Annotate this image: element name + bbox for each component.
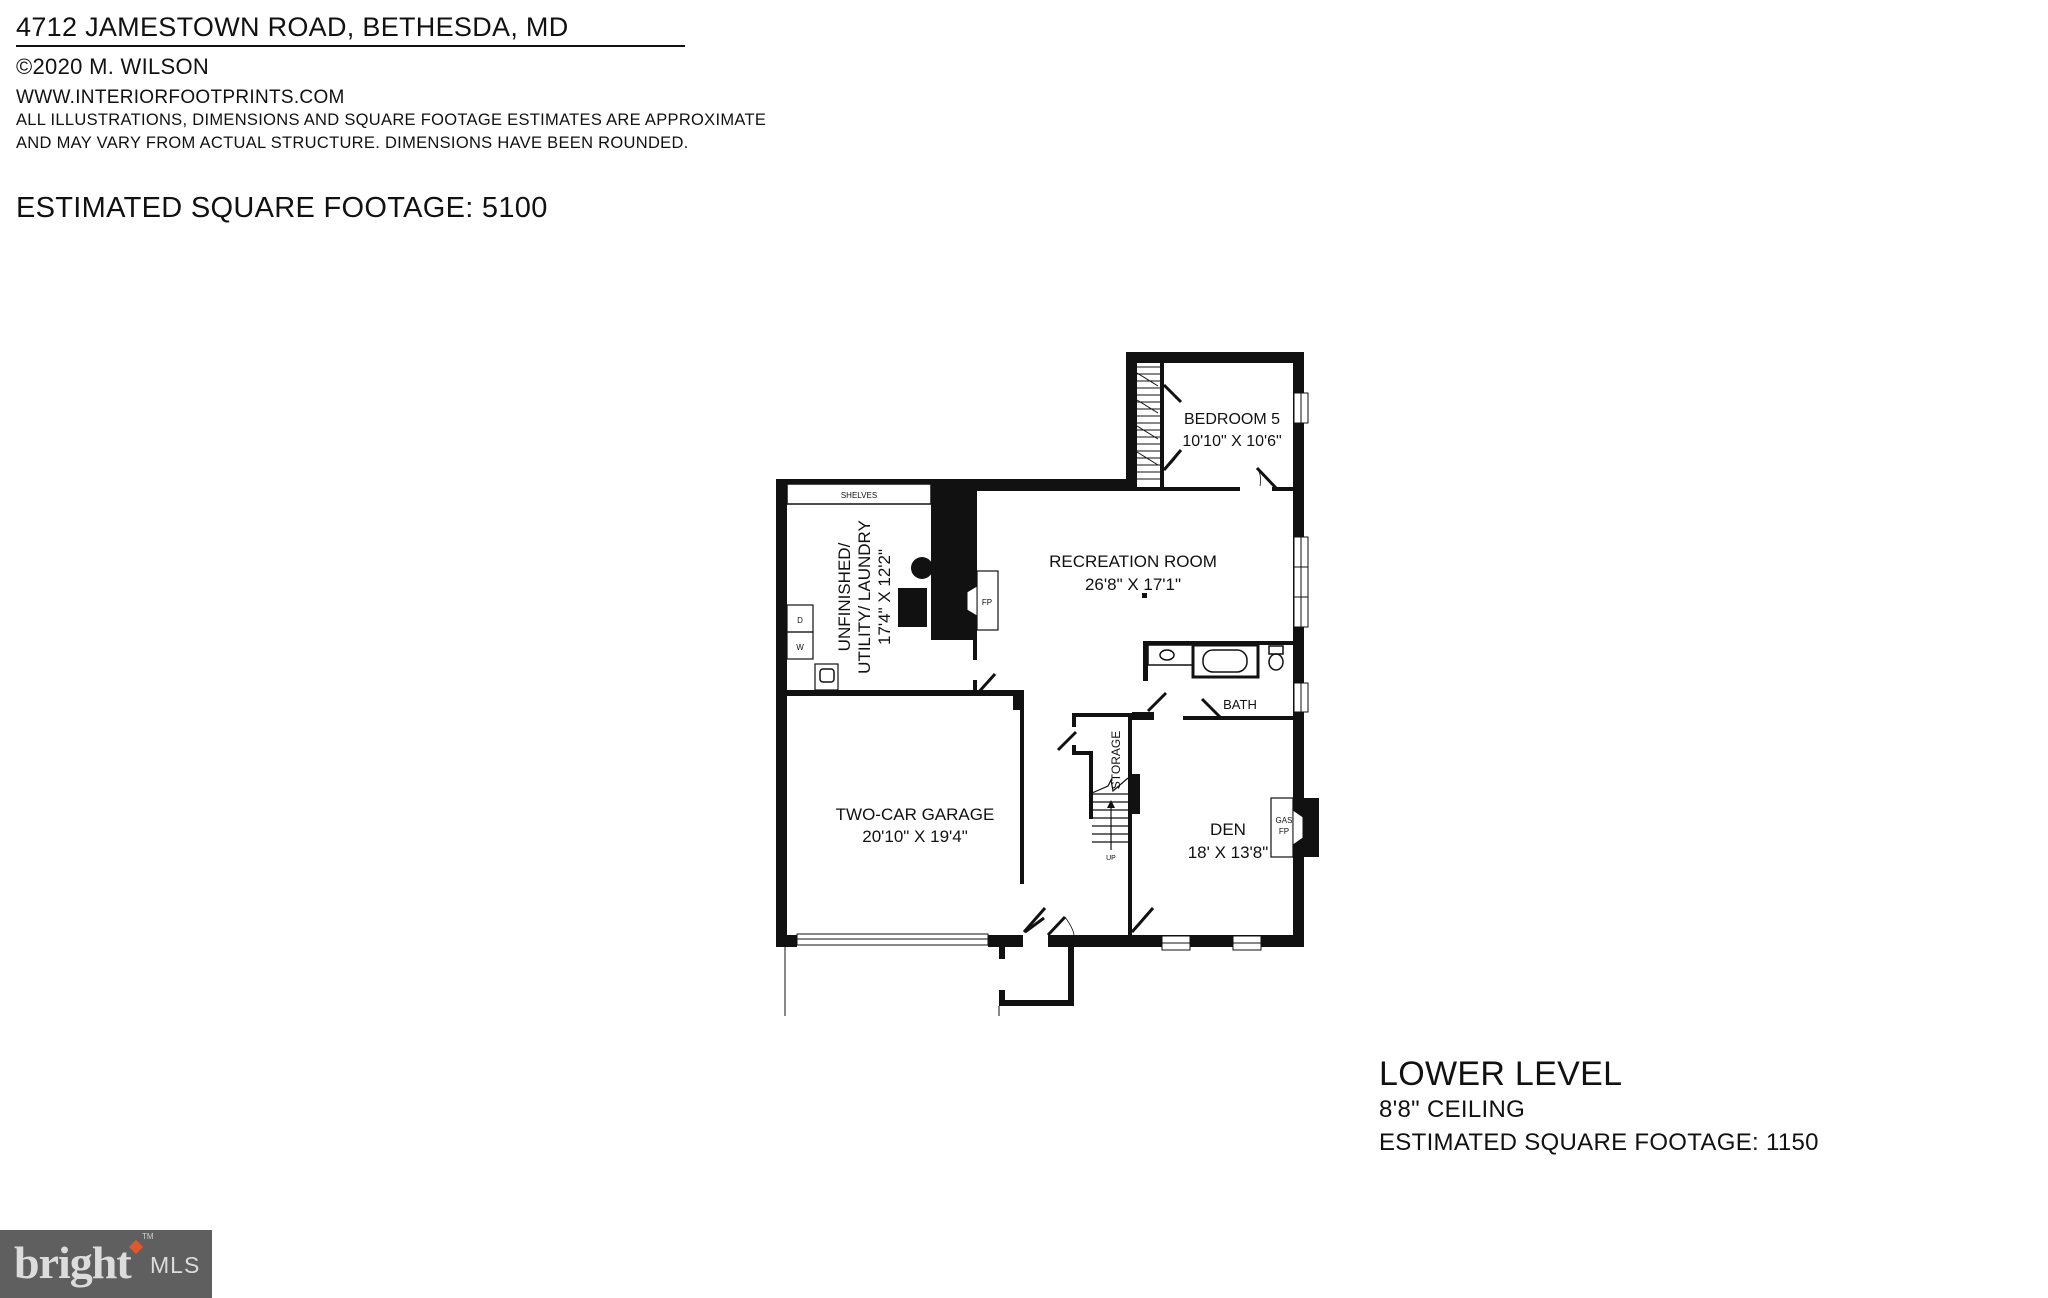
svg-text:FP: FP (982, 598, 992, 607)
storage-name: STORAGE (1109, 731, 1123, 789)
shelves-label: SHELVES (841, 491, 877, 500)
disclaimer-line-1: ALL ILLUSTRATIONS, DIMENSIONS AND SQUARE… (16, 111, 767, 129)
recreation-name: RECREATION ROOM (1049, 552, 1217, 571)
garage-dims: 20'10" X 19'4" (862, 827, 968, 846)
total-square-footage: ESTIMATED SQUARE FOOTAGE: 5100 (16, 192, 548, 224)
diamond-accent-icon (128, 1239, 144, 1255)
water-heater-icon (911, 557, 933, 579)
title-underline (16, 45, 685, 47)
level-square-footage: ESTIMATED SQUARE FOOTAGE: 1150 (1379, 1129, 1819, 1156)
den-name: DEN (1210, 820, 1246, 839)
svg-text:UP: UP (1106, 855, 1116, 862)
support-post-icon (1142, 593, 1147, 598)
bath-fixtures (1147, 643, 1284, 679)
disclaimer-line-2: AND MAY VARY FROM ACTUAL STRUCTURE. DIME… (16, 134, 689, 152)
recreation-dims: 26'8" X 17'1" (1085, 575, 1181, 594)
utility-name-2: UTILITY/ LAUNDRY (855, 520, 874, 674)
svg-text:D: D (797, 616, 803, 625)
website-text: WWW.INTERIORFOOTPRINTS.COM (16, 87, 345, 108)
bright-mls-logo: bright TM MLS (0, 1230, 212, 1298)
bright-wordmark: bright (14, 1237, 132, 1288)
trademark-mark: TM (142, 1232, 154, 1241)
bath-name: BATH (1223, 697, 1257, 712)
utility-name-1: UNFINISHED/ (835, 542, 854, 651)
furnace-icon (898, 588, 927, 627)
copyright-text: ©2020 M. WILSON (16, 54, 210, 79)
bedroom5-name: BEDROOM 5 (1184, 411, 1280, 428)
svg-text:W: W (796, 643, 804, 652)
mls-wordmark: MLS (150, 1252, 201, 1278)
bedroom5-dims: 10'10" X 10'6" (1182, 433, 1281, 450)
den-dims: 18' X 13'8" (1188, 843, 1269, 862)
property-address-title: 4712 JAMESTOWN ROAD, BETHESDA, MD (16, 12, 569, 42)
level-name: LOWER LEVEL (1379, 1055, 1623, 1093)
utility-sink-icon (814, 663, 839, 691)
svg-text:FP: FP (1279, 827, 1289, 836)
ceiling-height: 8'8" CEILING (1379, 1096, 1526, 1123)
utility-dims: 17'4" X 12'2" (875, 549, 894, 645)
washer-icon (786, 631, 814, 660)
garage-name: TWO-CAR GARAGE (836, 805, 995, 824)
svg-text:GAS: GAS (1276, 816, 1293, 825)
